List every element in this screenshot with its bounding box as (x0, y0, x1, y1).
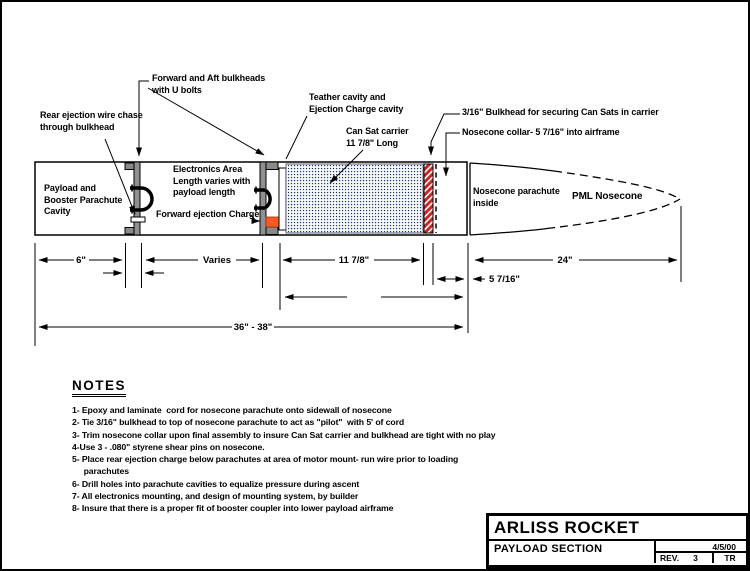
drawing-subtitle: PAYLOAD SECTION (489, 541, 656, 563)
drawing-date: 4/5/00 (656, 541, 746, 553)
securing-bulkhead (423, 163, 434, 234)
note-line: 7- All electronics mounting, and design … (72, 491, 359, 502)
note-line: 2- Tie 3/16" bulkhead to top of nosecone… (72, 417, 405, 428)
label-fwd-ejection-charge: Forward ejection Charge (156, 209, 260, 219)
drafter-initials: TR (712, 553, 746, 563)
extension-lines (34, 206, 682, 346)
wire-chase (130, 216, 146, 223)
u-bolt-icon (254, 186, 272, 212)
label-nosecone-parachute: Nosecone parachute inside (473, 186, 560, 208)
notes-heading: NOTES (72, 378, 127, 397)
label-payload-cavity: Payload and Booster Parachute Cavity (44, 183, 123, 216)
rev-number: 3 (693, 553, 698, 563)
note-line: 4-Use 3 - .080" styrene shear pins on no… (72, 441, 265, 452)
dim-11-7-8: 11 7/8" (339, 255, 369, 266)
cansat-carrier (285, 163, 424, 234)
forward-ejection-charge (265, 216, 280, 228)
label-electronics-area: Electronics Area Length varies with payl… (173, 164, 251, 197)
notes-section: NOTES 1- Epoxy and laminate cord for nos… (72, 377, 496, 515)
forward-bulkhead (254, 161, 293, 236)
dim-varies: Varies (203, 255, 231, 266)
label-cansat-carrier: Can Sat carrier 11 7/8" Long (346, 126, 409, 148)
rear-bulkhead (124, 161, 154, 236)
dim-24in: 24" (557, 255, 572, 266)
label-fwd-aft-bulkheads: Forward and Aft bulkheads with U bolts (152, 73, 266, 95)
label-teather-cavity: Teather cavity and Ejection Charge cavit… (309, 92, 404, 114)
note-line: 3- Trim nosecone collar upon final assem… (72, 429, 496, 440)
dim-6in: 6" (76, 255, 86, 266)
note-line: parachutes (72, 466, 129, 477)
note-line: 6- Drill holes into parachute cavities t… (72, 478, 360, 489)
nosecone-outline (469, 162, 681, 236)
leader-lines (104, 80, 460, 224)
label-316-bulkhead: 3/16" Bulkhead for securing Can Sats in … (462, 107, 659, 117)
drawing-title: ARLISS ROCKET (489, 516, 746, 541)
note-line: 8- Insure that there is a proper fit of … (72, 503, 394, 514)
title-block: ARLISS ROCKET PAYLOAD SECTION 4/5/00 REV… (486, 513, 748, 569)
note-line: 1- Epoxy and laminate cord for nosecone … (72, 405, 392, 415)
note-line: 5- Place rear ejection charge below para… (72, 454, 459, 465)
dim-total: 36" - 38" (234, 322, 273, 333)
rev-label: REV. (660, 553, 680, 563)
label-nosecone-collar: Nosecone collar- 5 7/16" into airframe (462, 127, 620, 137)
label-pml-nosecone: PML Nosecone (572, 191, 643, 202)
dimension-lines (38, 257, 678, 330)
label-rear-wire-chase: Rear ejection wire chase through bulkhea… (40, 110, 143, 132)
dim-5-7-16: 5 7/16" (489, 274, 520, 285)
